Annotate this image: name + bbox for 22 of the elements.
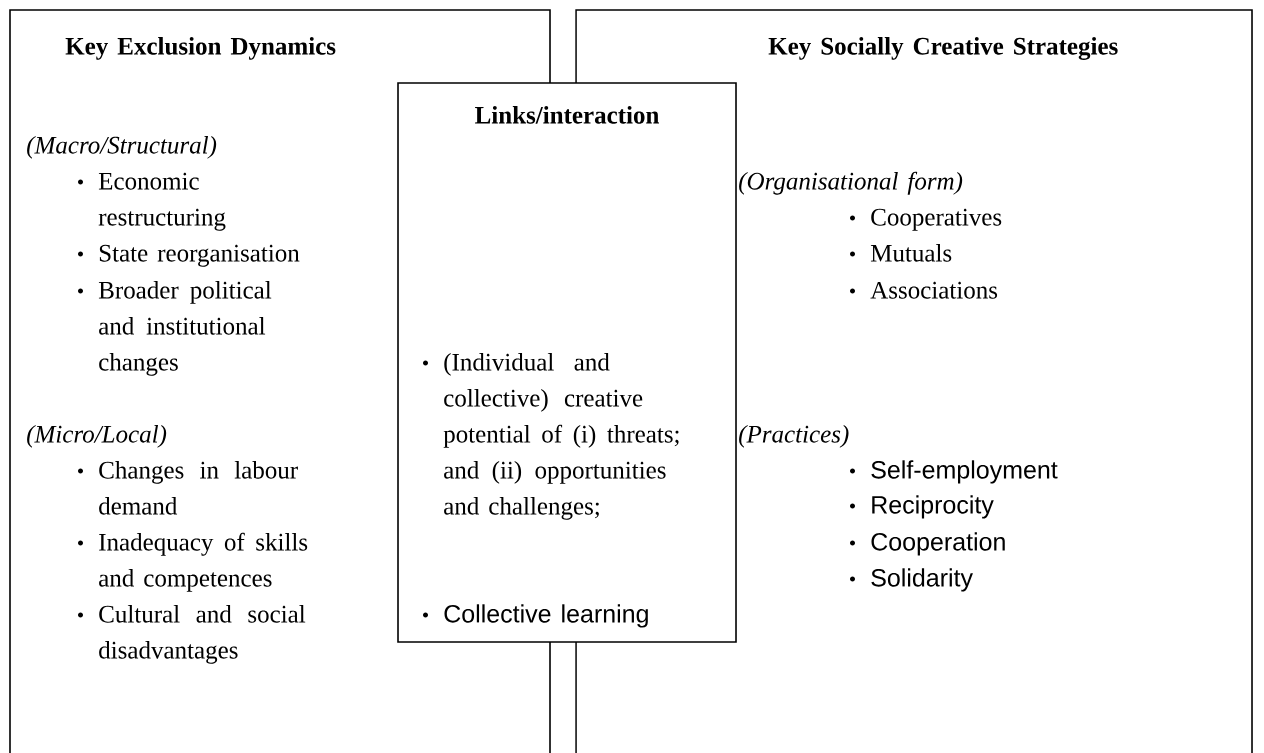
heading: Links/interaction (475, 106, 659, 124)
bullet-item: Collective learning (444, 604, 648, 628)
bullet-item: Broader political and institutional changes (98, 281, 272, 376)
subheading: (Macro/Structural) (27, 136, 217, 159)
bullet-item: State reorganisation (99, 244, 300, 267)
bullet-item: Mutuals (870, 244, 952, 262)
subheading: (Organisational form) (739, 171, 963, 195)
bullet-item: Economic restructuring (98, 172, 226, 231)
bullet-item: Cultural and social disadvantages (99, 605, 306, 664)
bullet-item: Cooperatives (871, 208, 1002, 231)
bullet-item: Inadequacy of skills and competences (99, 532, 308, 592)
bullet-item: Changes in labour demand (99, 461, 298, 515)
bullet-item: Associations (870, 281, 998, 299)
heading: Key Exclusion Dynamics (65, 37, 336, 60)
bullet-item: Reciprocity (872, 495, 994, 519)
heading: Key Socially Creative Strategies (768, 37, 1118, 60)
subheading: (Practices) (739, 425, 849, 448)
bullet-item: Self-employment (871, 460, 1058, 484)
subheading: (Micro/Local) (27, 425, 167, 448)
bullet-item: Solidarity (871, 568, 973, 592)
bullet-item: Cooperation (871, 532, 1005, 556)
bullet-item: (Individual and collective) creative potential of (i) threats; and (ii) opportunities and challenges; (443, 353, 679, 520)
